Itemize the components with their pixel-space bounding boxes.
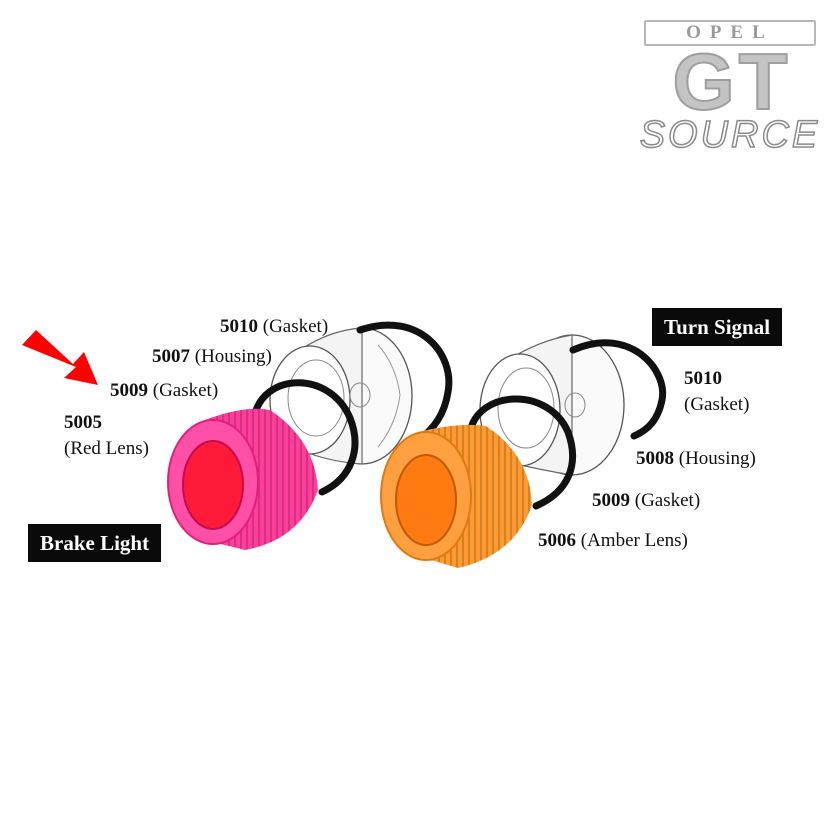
logo-brand: OPEL (644, 20, 816, 46)
brake-light-tag: Brake Light (28, 524, 162, 562)
red-arrow-icon (22, 330, 98, 385)
label-5010-desc-right: (Gasket) (684, 394, 750, 415)
red-lens-5005 (167, 408, 318, 550)
label-5005-number: 5005 (64, 412, 102, 433)
logo-word: SOURCE (639, 114, 821, 156)
gasket-5009-right (466, 395, 576, 510)
label-5010-gasket-left: 5010 (Gasket) (220, 316, 329, 337)
turn-signal-tag: Turn Signal (652, 308, 783, 346)
gasket-5009-left (250, 379, 359, 496)
label-5005-desc: (Red Lens) (64, 438, 149, 459)
gasket-5010-left (356, 321, 453, 444)
label-5008-housing: 5008 (Housing) (636, 448, 756, 469)
label-5006-amber-lens: 5006 (Amber Lens) (538, 530, 688, 551)
gasket-5010-right (569, 339, 667, 440)
label-5009-gasket-right: 5009 (Gasket) (592, 490, 701, 511)
logo-model: GT (671, 37, 792, 126)
opel-gt-source-logo: OPEL GT SOURCE (630, 20, 830, 160)
housing-5007 (269, 327, 413, 465)
label-5010-number-right: 5010 (684, 368, 722, 389)
amber-lens-5006 (380, 424, 532, 568)
label-5009-gasket-left: 5009 (Gasket) (110, 380, 219, 401)
label-5007-housing: 5007 (Housing) (152, 346, 272, 367)
